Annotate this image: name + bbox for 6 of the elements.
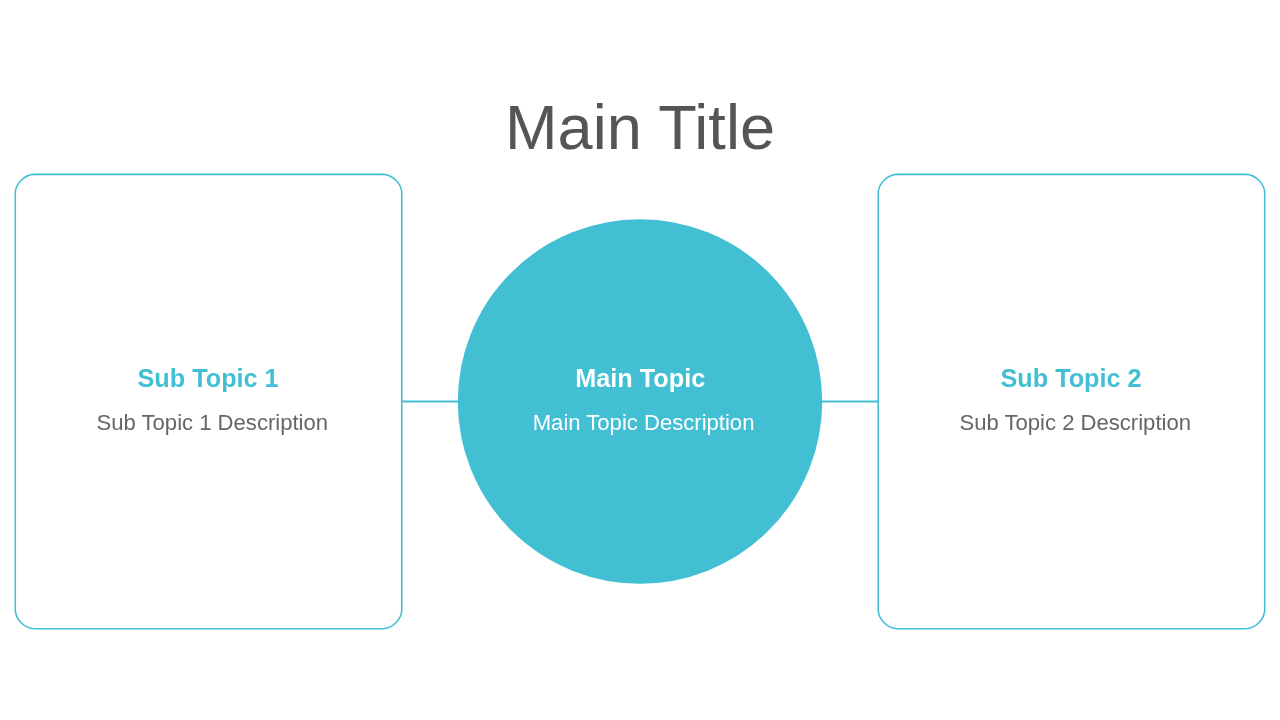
node-box: Sub Topic 1 Sub Topic 1 Description <box>14 173 403 629</box>
connector <box>821 400 879 402</box>
diagram-title: Main Title <box>505 91 775 162</box>
connector <box>401 400 460 402</box>
node-box: Sub Topic 2 Sub Topic 2 Description <box>877 173 1266 629</box>
node-circle: Main Topic Main Topic Description <box>457 218 823 584</box>
